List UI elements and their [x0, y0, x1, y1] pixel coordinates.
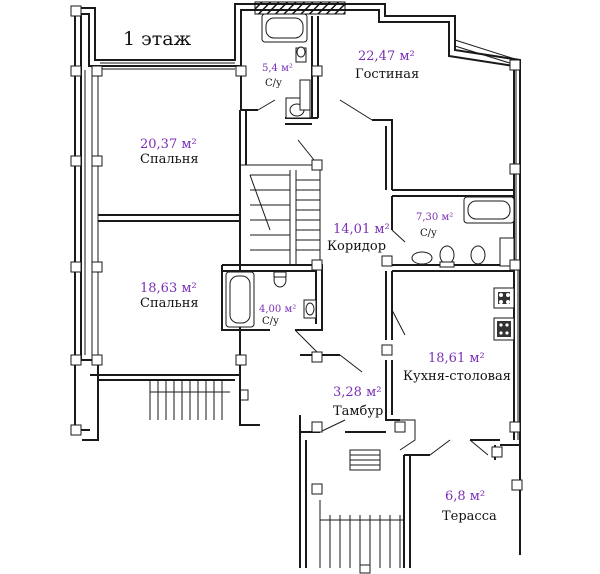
sink-3: [303, 299, 317, 319]
kitchen-name: Кухня-столовая: [403, 369, 511, 384]
kitchen-area: 18,61 м²: [428, 351, 485, 366]
vestibule-area: 3,28 м²: [333, 385, 381, 400]
terrace-area: 6,8 м²: [445, 489, 485, 504]
interior-stairs: [249, 170, 320, 265]
floor-label: 1 этаж: [123, 28, 192, 50]
bedroom2-name: Спальня: [140, 296, 199, 311]
bathtub-3: [225, 271, 255, 328]
columns: [70, 5, 523, 574]
toilet-3: [273, 271, 287, 288]
bedroom2-area: 18,63 м²: [140, 281, 197, 296]
shower-1: [299, 79, 311, 111]
bath3-name: С/у: [262, 316, 279, 327]
toilet-1: [295, 46, 307, 63]
bathtub-1: [261, 13, 308, 43]
doors: [257, 99, 489, 456]
entry-stairs: [319, 449, 404, 568]
living-area: 22,47 м²: [358, 49, 415, 64]
bathtub-2: [463, 196, 515, 224]
landing-stairs: [149, 380, 249, 420]
corridor-name: Коридор: [327, 239, 386, 254]
bidet-2: [470, 245, 486, 265]
vestibule-name: Тамбур: [333, 404, 383, 419]
bath3-area: 4,00 м²: [259, 304, 296, 315]
corridor-area: 14,01 м²: [333, 222, 390, 237]
bath2-area: 7,30 м²: [416, 212, 453, 223]
sink-2: [411, 251, 433, 265]
toilet-2: [439, 245, 455, 268]
terrace-name: Терасса: [442, 509, 497, 524]
bath1-name: С/у: [265, 78, 282, 89]
bedroom1-area: 20,37 м²: [140, 137, 197, 152]
stove: [493, 287, 515, 309]
living-name: Гостиная: [355, 67, 419, 82]
bath1-area: 5,4 м²: [262, 63, 293, 74]
shower-2: [499, 237, 515, 267]
windows: [84, 1, 519, 440]
bath2-name: С/у: [420, 228, 437, 239]
bedroom1-name: Спальня: [140, 152, 199, 167]
kitchen-sink: [493, 317, 515, 341]
